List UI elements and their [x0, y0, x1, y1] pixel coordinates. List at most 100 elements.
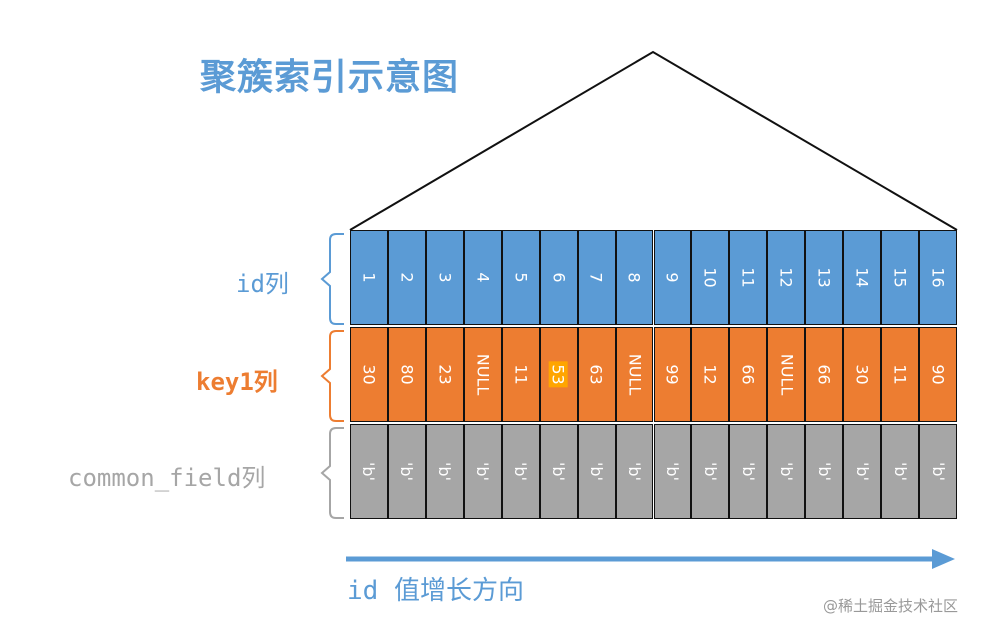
key1-cell-value: 99 [662, 364, 682, 385]
common-field-cell: 'b' [350, 424, 388, 519]
index-tree-triangle [349, 50, 958, 231]
common-field-cell: 'b' [691, 424, 730, 519]
common-field-cell: 'b' [919, 424, 957, 519]
key1-cell: 30 [350, 327, 388, 422]
id-cell: 1 [350, 230, 388, 325]
key1-cell: 23 [425, 327, 464, 422]
id-cell-value: 15 [890, 267, 910, 288]
row-label-key1: key1列 [196, 368, 278, 396]
common-field-cell-value: 'b' [890, 462, 910, 481]
common-field-cell: 'b' [767, 424, 806, 519]
common-field-cell-value: 'b' [549, 462, 569, 481]
id-cell: 6 [539, 230, 578, 325]
key1-cell-value: 66 [814, 364, 834, 385]
key1-cell-value: 11 [511, 364, 531, 385]
key1-cell-value: 66 [738, 364, 758, 385]
id-cell: 3 [425, 230, 464, 325]
key1-cell: 66 [729, 327, 768, 422]
id-cell: 12 [767, 230, 806, 325]
id-cell: 7 [577, 230, 616, 325]
common-field-cell: 'b' [539, 424, 578, 519]
id-cell: 16 [919, 230, 957, 325]
id-cell-value: 16 [928, 267, 948, 288]
common-field-cell-value: 'b' [435, 462, 455, 481]
id-cell-value: 4 [473, 272, 493, 283]
key1-cell-value: 11 [890, 364, 910, 385]
key1-cell-value: NULL [473, 353, 493, 396]
id-cell-value: 12 [776, 267, 796, 288]
key1-cell: 63 [577, 327, 616, 422]
id-cell-value: 3 [435, 272, 455, 283]
common-field-cell: 'b' [387, 424, 426, 519]
id-cell-value: 13 [814, 267, 834, 288]
common-field-cell-value: 'b' [473, 462, 493, 481]
id-cell-value: 9 [662, 272, 682, 283]
key1-cell-value: NULL [776, 353, 796, 396]
key1-cell-value: 23 [435, 364, 455, 385]
common-field-cell-value: 'b' [359, 462, 379, 481]
id-cell-value: 11 [738, 267, 758, 288]
id-cell-value: 1 [359, 272, 379, 283]
key1-cell: 11 [881, 327, 920, 422]
id-cell-value: 6 [549, 272, 569, 283]
id-cell-value: 2 [397, 272, 417, 283]
key1-cell-value: 63 [587, 364, 607, 385]
key1-row: 30 80 23 NULL 11 53 63 NULL 99 12 66 NULL 66 30 11 90 [350, 327, 957, 424]
key1-cell: 90 [919, 327, 957, 422]
common-field-cell-value: 'b' [587, 462, 607, 481]
id-cell-value: 7 [587, 272, 607, 283]
key1-cell: 30 [843, 327, 882, 422]
common-field-cell-value: 'b' [776, 462, 796, 481]
id-cell: 15 [881, 230, 920, 325]
common-field-cell: 'b' [577, 424, 616, 519]
id-cell: 4 [463, 230, 502, 325]
key1-cell: NULL [615, 327, 654, 422]
common-field-cell: 'b' [501, 424, 540, 519]
id-cell: 8 [615, 230, 654, 325]
id-cell-value: 14 [852, 267, 872, 288]
direction-arrow-head [932, 549, 955, 569]
common-field-cell: 'b' [881, 424, 920, 519]
key1-cell: 66 [805, 327, 844, 422]
key1-cell-value: 90 [928, 364, 948, 385]
id-cell-value: 5 [511, 272, 531, 283]
id-cell: 9 [653, 230, 692, 325]
common-field-cell: 'b' [425, 424, 464, 519]
diagram-title: 聚簇索引示意图 [200, 57, 460, 98]
common-field-cell-value: 'b' [625, 462, 645, 481]
common-field-cell-value: 'b' [852, 462, 872, 481]
key1-cell-value: 12 [700, 364, 720, 385]
id-cell-value: 10 [700, 267, 720, 288]
direction-label: id 值增长方向 [347, 576, 524, 606]
key1-cell-value: 80 [397, 364, 417, 385]
key1-cell-value: 30 [852, 364, 872, 385]
key1-cell-value: 53 [549, 361, 569, 388]
common-field-cell-value: 'b' [397, 462, 417, 481]
key1-cell: 12 [691, 327, 730, 422]
key1-cell-value: 30 [359, 364, 379, 385]
common-field-cell: 'b' [615, 424, 654, 519]
id-cell-value: 8 [625, 272, 644, 283]
id-cell: 14 [843, 230, 882, 325]
row-label-id: id列 [236, 270, 289, 298]
common-field-cell: 'b' [729, 424, 768, 519]
common-field-cell: 'b' [843, 424, 882, 519]
id-cell: 10 [691, 230, 730, 325]
brace-common [320, 427, 344, 519]
id-cell: 5 [501, 230, 540, 325]
common-field-cell-value: 'b' [738, 462, 758, 481]
id-cell: 11 [729, 230, 768, 325]
key1-cell-value: NULL [625, 353, 645, 396]
common-field-cell: 'b' [653, 424, 692, 519]
key1-cell: 53 [539, 327, 578, 422]
common-field-cell-value: 'b' [700, 462, 720, 481]
common-field-cell: 'b' [463, 424, 502, 519]
common-field-row: 'b' 'b' 'b' 'b' 'b' 'b' 'b' 'b' 'b' 'b' 'b' 'b' 'b' '… [350, 424, 957, 521]
row-label-common-field: common_field列 [68, 464, 266, 492]
id-cell: 13 [805, 230, 844, 325]
key1-cell: 99 [653, 327, 692, 422]
id-cell: 2 [387, 230, 426, 325]
